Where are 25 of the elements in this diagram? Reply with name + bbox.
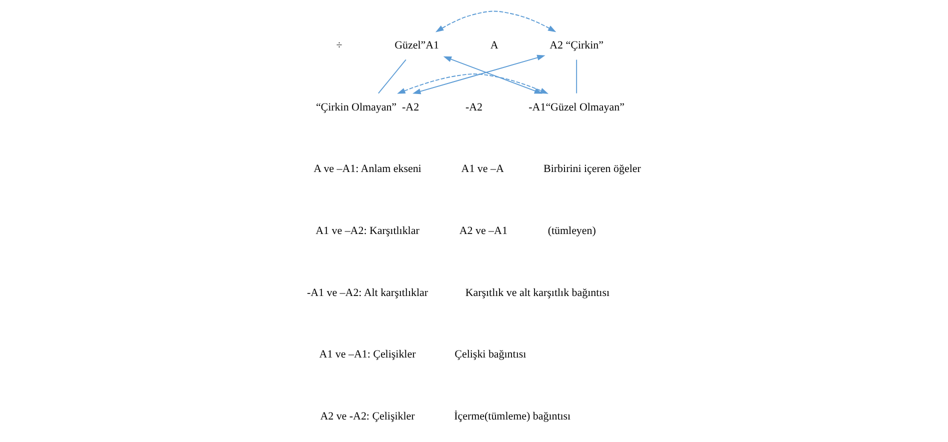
connector	[576, 59, 578, 94]
node-text: A2 “Çirkin”	[550, 39, 604, 52]
legend-label: İçerme(tümleme) bağıntısı	[454, 410, 571, 423]
node-text: Güzel”A1	[394, 39, 440, 52]
label: -A1 ve –A2: Alt karşıtlıklar	[306, 286, 428, 299]
legend-label: Karşıtlık ve alt karşıtlık bağıntısı	[465, 286, 610, 299]
label: A1 ve –A1: Çelişikler	[319, 348, 416, 361]
arrow	[412, 54, 546, 94]
label: (tümleyen)	[548, 225, 596, 238]
connector	[378, 59, 406, 94]
arrow	[443, 56, 543, 94]
arrow	[435, 10, 556, 32]
label: ÷	[336, 39, 342, 52]
node-text: -A1“Güzel Olmayan”	[528, 101, 624, 114]
arrow	[397, 74, 548, 94]
label: A1 ve –A2: Karşıtlıklar	[316, 225, 420, 238]
label: A2 ve -A2: Çelişikler	[320, 410, 415, 423]
label: -A2	[465, 101, 483, 114]
label: A ve –A1: Anlam ekseni	[314, 163, 422, 176]
label: A2 ve –A1	[459, 225, 508, 238]
label: A	[490, 39, 498, 52]
label: Birbirini içeren öğeler	[544, 163, 641, 176]
node-text: “Çirkin Olmayan” -A2	[316, 101, 420, 114]
label: A1 ve –A	[461, 163, 504, 176]
legend-label: Çelişki bağıntısı	[454, 348, 526, 361]
